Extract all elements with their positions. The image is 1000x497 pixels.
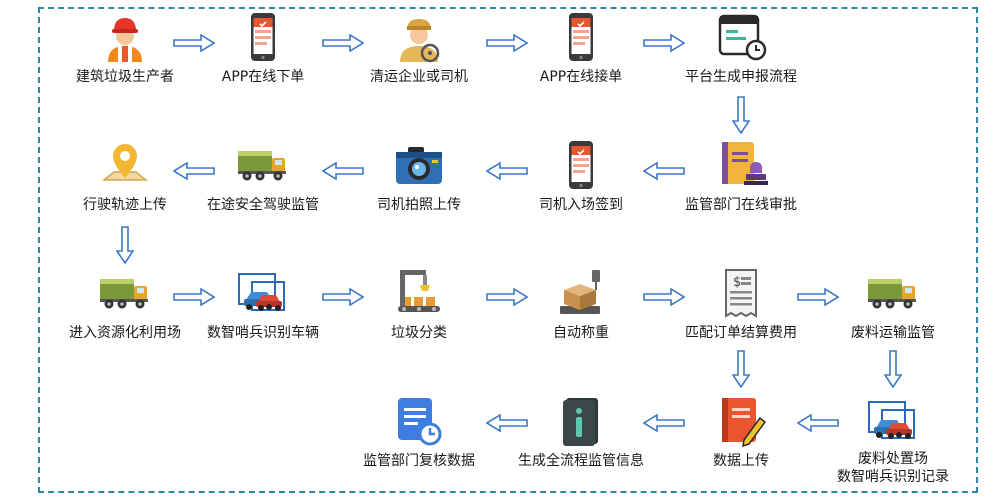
node-dept-review: 监管部门复核数据	[334, 394, 504, 470]
node-driver-checkin: 司机入场签到	[496, 138, 666, 214]
arrow-right	[322, 34, 364, 52]
node-label: 自动称重	[553, 325, 609, 341]
node-label: 生成全流程监管信息	[518, 453, 644, 469]
arrow-right	[173, 34, 215, 52]
worker-icon	[98, 10, 152, 64]
receipt-icon: $	[714, 266, 768, 320]
arrow-left	[643, 414, 685, 432]
diagram-frame	[38, 7, 978, 493]
node-enter-recycling: 进入资源化利用场	[40, 266, 210, 342]
node-label: 监管部门复核数据	[363, 453, 475, 469]
info-book-icon	[554, 394, 608, 448]
truck-icon	[98, 266, 152, 320]
node-app-order: APP在线下单	[178, 10, 348, 86]
arrow-right	[486, 288, 528, 306]
phone-icon	[554, 138, 608, 192]
robot-arm-icon	[392, 266, 446, 320]
node-label: 废料处置场	[858, 451, 928, 467]
node-label: 进入资源化利用场	[69, 325, 181, 341]
approval-stamp-icon	[714, 138, 768, 192]
node-waste-transport: 废料运输监管	[808, 266, 978, 342]
node-driver: 清运企业或司机	[334, 10, 504, 86]
driver-icon	[392, 10, 446, 64]
node-label: 匹配订单结算费用	[685, 325, 797, 341]
node-label: 清运企业或司机	[370, 69, 468, 85]
node-data-upload: 数据上传	[656, 394, 826, 470]
node-photo-upload: 司机拍照上传	[334, 138, 504, 214]
truck-icon	[866, 266, 920, 320]
arrow-down	[116, 226, 134, 264]
arrow-down	[884, 350, 902, 388]
node-label: APP在线接单	[539, 69, 623, 85]
calendar-clock-icon	[714, 10, 768, 64]
arrow-right	[643, 288, 685, 306]
node-label: 建筑垃圾生产者	[76, 69, 174, 85]
node-label: 废料运输监管	[851, 325, 935, 341]
node-label: 在途安全驾驶监管	[207, 197, 319, 213]
node-track-upload: 行驶轨迹上传	[40, 138, 210, 214]
node-label: 平台生成申报流程	[685, 69, 797, 85]
notebook-pen-icon	[714, 394, 768, 448]
document-clock-icon	[392, 394, 446, 448]
node-label: 数智哨兵识别车辆	[207, 325, 319, 341]
node-label: 监管部门在线审批	[685, 197, 797, 213]
node-label: 司机入场签到	[539, 197, 623, 213]
arrow-right	[486, 34, 528, 52]
car-monitor-icon	[866, 394, 920, 448]
map-pin-icon	[98, 138, 152, 192]
camera-icon	[392, 138, 446, 192]
node-disposal-site: 废料处置场 数智哨兵识别记录	[808, 394, 978, 486]
node-app-accept: APP在线接单	[496, 10, 666, 86]
arrow-right	[643, 34, 685, 52]
node-waste-sorting: 垃圾分类	[334, 266, 504, 342]
car-monitor-icon	[236, 266, 290, 320]
arrow-right	[797, 288, 839, 306]
node-label-line2: 数智哨兵识别记录	[837, 469, 949, 485]
node-order-settlement: $ 匹配订单结算费用	[656, 266, 826, 342]
node-sentinel-vehicle: 数智哨兵识别车辆	[178, 266, 348, 342]
arrow-left	[797, 414, 839, 432]
node-label: 司机拍照上传	[377, 197, 461, 213]
arrow-left	[643, 162, 685, 180]
arrow-right	[173, 288, 215, 306]
node-dept-approval: 监管部门在线审批	[656, 138, 826, 214]
node-label: 垃圾分类	[391, 325, 447, 341]
arrow-left	[486, 162, 528, 180]
phone-icon	[554, 10, 608, 64]
arrow-down	[732, 96, 750, 134]
node-label: 数据上传	[713, 453, 769, 469]
arrow-left	[173, 162, 215, 180]
node-label: APP在线下单	[221, 69, 305, 85]
node-label: 行驶轨迹上传	[83, 197, 167, 213]
arrow-left	[322, 162, 364, 180]
node-platform-flow: 平台生成申报流程	[656, 10, 826, 86]
node-transit-supervision: 在途安全驾驶监管	[178, 138, 348, 214]
svg-text:$: $	[733, 275, 741, 290]
truck-icon	[236, 138, 290, 192]
scale-icon	[554, 266, 608, 320]
arrow-down	[732, 350, 750, 388]
phone-icon	[236, 10, 290, 64]
node-waste-producer: 建筑垃圾生产者	[40, 10, 210, 86]
node-auto-weighing: 自动称重	[496, 266, 666, 342]
arrow-left	[486, 414, 528, 432]
node-generate-info: 生成全流程监管信息	[496, 394, 666, 470]
arrow-right	[322, 288, 364, 306]
